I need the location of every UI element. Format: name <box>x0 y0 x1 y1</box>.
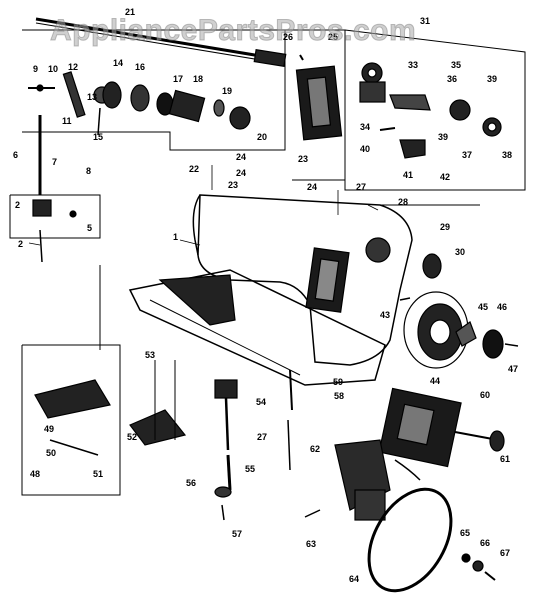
pressure-bar-panel <box>285 29 346 181</box>
label-38: 38 <box>502 150 512 160</box>
label-43: 43 <box>380 310 390 320</box>
label-52: 52 <box>127 432 137 442</box>
label-50: 50 <box>46 448 56 458</box>
tension-panel <box>344 29 526 191</box>
label-27a: 27 <box>356 182 366 192</box>
label-44: 44 <box>430 376 440 386</box>
label-8: 8 <box>86 166 91 176</box>
label-17: 17 <box>173 74 183 84</box>
label-65: 65 <box>460 528 470 538</box>
drive-belt <box>367 487 453 593</box>
label-54: 54 <box>256 397 266 407</box>
part-number-labels: 21 26 25 31 9 10 12 14 13 11 16 17 18 19… <box>13 7 518 584</box>
label-23a: 23 <box>298 154 308 164</box>
label-47: 47 <box>508 364 518 374</box>
label-48: 48 <box>30 469 40 479</box>
label-49: 49 <box>44 424 54 434</box>
label-62: 62 <box>310 444 320 454</box>
label-31: 31 <box>420 16 430 26</box>
label-16: 16 <box>135 62 145 72</box>
label-29: 29 <box>440 222 450 232</box>
label-24a: 24 <box>236 152 246 162</box>
label-21: 21 <box>125 7 135 17</box>
label-27b: 27 <box>257 432 267 442</box>
label-28: 28 <box>398 197 408 207</box>
label-46: 46 <box>497 302 507 312</box>
label-13: 13 <box>87 92 97 102</box>
label-56: 56 <box>186 478 196 488</box>
label-66: 66 <box>480 538 490 548</box>
machine-head <box>192 194 480 366</box>
label-39b: 39 <box>438 132 448 142</box>
label-30: 30 <box>455 247 465 257</box>
label-10: 10 <box>48 64 58 74</box>
label-2a: 2 <box>15 200 20 210</box>
label-34: 34 <box>360 122 370 132</box>
label-5: 5 <box>87 223 92 233</box>
label-12: 12 <box>68 62 78 72</box>
label-2b: 2 <box>18 239 23 249</box>
label-23b: 23 <box>228 180 238 190</box>
label-41: 41 <box>403 170 413 180</box>
label-26: 26 <box>283 32 293 42</box>
label-25: 25 <box>328 32 338 42</box>
label-51: 51 <box>93 469 103 479</box>
label-22: 22 <box>189 164 199 174</box>
label-53: 53 <box>145 350 155 360</box>
label-55: 55 <box>245 464 255 474</box>
label-1: 1 <box>173 232 178 242</box>
bobbin-case-panel <box>21 265 187 496</box>
label-9: 9 <box>33 64 38 74</box>
machine-bed <box>128 269 386 386</box>
handwheel-assembly <box>399 291 519 369</box>
label-58: 58 <box>334 391 344 401</box>
label-61: 61 <box>500 454 510 464</box>
label-45: 45 <box>478 302 488 312</box>
label-15: 15 <box>93 132 103 142</box>
label-64: 64 <box>349 574 359 584</box>
label-42: 42 <box>440 172 450 182</box>
needle-bar-panel <box>9 115 101 263</box>
label-19: 19 <box>222 86 232 96</box>
label-40: 40 <box>360 144 370 154</box>
label-35: 35 <box>451 60 461 70</box>
label-67: 67 <box>500 548 510 558</box>
label-59: 59 <box>333 377 343 387</box>
label-33: 33 <box>408 60 418 70</box>
label-36: 36 <box>447 74 457 84</box>
upper-shaft-panel <box>22 17 287 151</box>
label-7: 7 <box>52 157 57 167</box>
label-60: 60 <box>480 390 490 400</box>
label-14: 14 <box>113 58 123 68</box>
label-24b: 24 <box>236 168 246 178</box>
label-37: 37 <box>462 150 472 160</box>
label-24c: 24 <box>307 182 317 192</box>
label-18: 18 <box>193 74 203 84</box>
label-39a: 39 <box>487 74 497 84</box>
leader-lines <box>28 165 379 246</box>
label-6: 6 <box>13 150 18 160</box>
label-20: 20 <box>257 132 267 142</box>
label-63: 63 <box>306 539 316 549</box>
label-11: 11 <box>62 116 72 126</box>
motor-assembly <box>334 387 505 521</box>
label-57: 57 <box>232 529 242 539</box>
hardware-bottom <box>304 509 496 581</box>
presser-assembly <box>154 360 293 521</box>
